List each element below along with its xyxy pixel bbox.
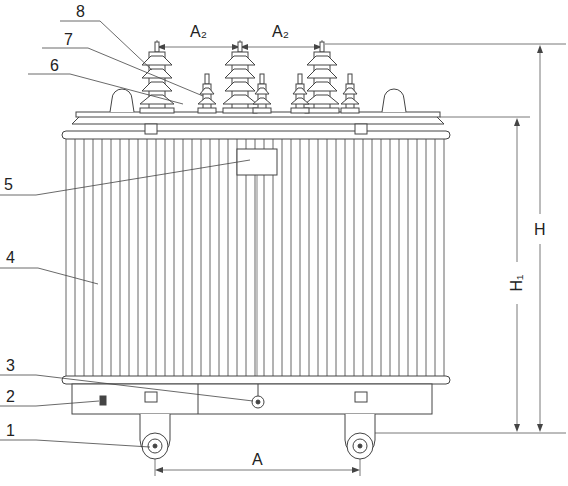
fin-stroke — [84, 135, 85, 380]
bushing-shed — [293, 88, 307, 94]
bushing-shed — [140, 95, 174, 104]
bushing-shed — [307, 69, 337, 78]
fin-stroke — [165, 135, 166, 380]
bushing-shed — [291, 98, 309, 104]
fin-stroke — [417, 135, 418, 380]
fin-stroke — [66, 135, 67, 380]
fin-stroke — [282, 135, 283, 380]
fin-stroke — [228, 135, 229, 380]
fin-stroke — [318, 135, 319, 380]
bushing-shed — [223, 95, 257, 104]
cooling-fins — [66, 135, 444, 380]
bushing-shed — [343, 88, 357, 94]
bushing-shed — [142, 56, 172, 65]
fin-stroke — [210, 135, 211, 380]
callout-number: 3 — [6, 358, 15, 374]
fin-stroke — [444, 135, 445, 380]
fin-stroke — [93, 135, 94, 380]
bushings — [140, 42, 359, 113]
bushing-shed — [142, 82, 172, 91]
callout-number: 6 — [50, 58, 59, 74]
fin-stroke — [345, 135, 346, 380]
terminal-stud — [298, 74, 302, 84]
fin-stroke — [354, 135, 355, 380]
bushing-shed — [305, 95, 339, 104]
fin-stroke — [399, 135, 400, 380]
nameplate — [237, 149, 277, 175]
fin-stroke — [129, 135, 130, 380]
fin-stroke — [291, 135, 292, 380]
callout-number: 8 — [76, 4, 85, 20]
bushing-shed — [341, 98, 359, 104]
callout-number: 5 — [4, 177, 13, 193]
terminal-stud — [155, 42, 159, 52]
fin-stroke — [174, 135, 175, 380]
fin-stroke — [408, 135, 409, 380]
bushing-shed — [307, 56, 337, 65]
dimension-label: A₂ — [272, 24, 289, 40]
bushing-shed — [225, 56, 255, 65]
fin-stroke — [201, 135, 202, 380]
fin-stroke — [120, 135, 121, 380]
bushing-shed — [225, 69, 255, 78]
bushing-shed — [253, 98, 271, 104]
dimension-label: A — [252, 452, 263, 468]
bushing-flange — [305, 108, 339, 113]
terminal-stud — [260, 74, 264, 84]
tank-seam — [257, 175, 258, 376]
fin-stroke — [219, 135, 220, 380]
fin-stroke — [102, 135, 103, 380]
terminal-stud — [348, 74, 352, 84]
dimension-label: H — [534, 222, 546, 238]
callout-number: 2 — [6, 389, 15, 405]
fin-stroke — [381, 135, 382, 380]
fin-stroke — [435, 135, 436, 380]
terminal-stud — [320, 42, 324, 52]
bushing-shed — [200, 88, 214, 94]
fin-stroke — [75, 135, 76, 380]
bushing-flange — [341, 108, 359, 113]
fin-stroke — [336, 135, 337, 380]
fin-stroke — [147, 135, 148, 380]
fin-stroke — [300, 135, 301, 380]
fin-rails — [62, 131, 450, 384]
bushing-shed — [307, 82, 337, 91]
dimension-label: H₁ — [509, 275, 525, 292]
fin-stroke — [390, 135, 391, 380]
bushing-shed — [225, 82, 255, 91]
fin-stroke — [327, 135, 328, 380]
fin-stroke — [309, 135, 310, 380]
fin-stroke — [192, 135, 193, 380]
bushing-flange — [198, 108, 216, 113]
fin-stroke — [183, 135, 184, 380]
fin-stroke — [138, 135, 139, 380]
leader-lines — [0, 21, 253, 447]
fin-stroke — [426, 135, 427, 380]
terminal-stud — [238, 42, 242, 52]
bushing-shed — [255, 88, 269, 94]
bushing-flange — [253, 108, 271, 113]
bushing-shed — [198, 98, 216, 104]
dimension-label: A₂ — [190, 24, 207, 40]
terminal-stud — [205, 74, 209, 84]
fin-stroke — [111, 135, 112, 380]
callout-number: 4 — [6, 250, 15, 266]
bushing-flange — [291, 108, 309, 113]
tank-base — [72, 384, 432, 414]
callout-number: 7 — [64, 32, 73, 48]
fin-stroke — [363, 135, 364, 380]
bushing-flange — [223, 108, 257, 113]
fin-stroke — [372, 135, 373, 380]
fin-stroke — [156, 135, 157, 380]
bushing-flange — [140, 108, 174, 113]
callout-number: 1 — [6, 423, 15, 439]
